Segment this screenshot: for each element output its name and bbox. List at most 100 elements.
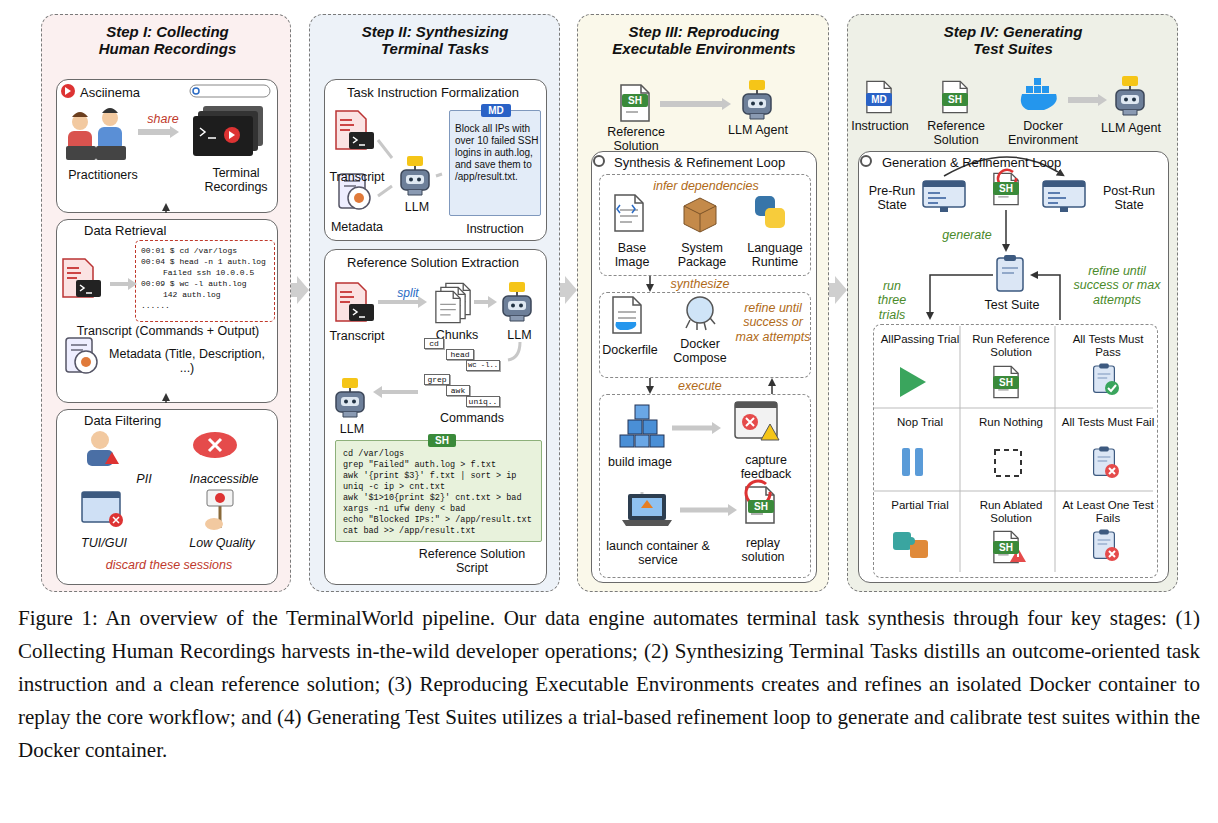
item-label: LLM — [497, 328, 542, 342]
icon-path — [113, 517, 119, 523]
icon-circle — [193, 88, 199, 94]
icon-use — [63, 259, 101, 297]
icon-rect — [66, 146, 96, 160]
icon-path — [508, 342, 520, 360]
icon-path — [746, 418, 754, 426]
item-label: Metadata — [324, 220, 390, 234]
icon-circle — [1105, 381, 1119, 395]
script-line: cd /var/logs — [343, 449, 539, 460]
flow-arrow — [771, 386, 773, 394]
icon-rect — [735, 402, 777, 408]
icon-rect — [207, 490, 233, 506]
icon-rect — [635, 405, 649, 419]
section-box: Data RetrievalTranscript (Commands + Out… — [56, 219, 278, 403]
icon-path — [229, 131, 235, 139]
icon-rect — [82, 492, 120, 498]
command-chip: uniq.. — [466, 396, 500, 407]
item-label: Instruction — [849, 119, 911, 133]
step2-icons — [336, 111, 531, 417]
table-cell: At Least One Test Fails — [1061, 499, 1155, 525]
loop-box: Generation & Refinement LoopPre-Run Stat… — [858, 151, 1169, 583]
icon-rect — [628, 494, 666, 520]
box-heading: Generation & Refinement Loop — [882, 156, 1102, 171]
icon-circle — [742, 414, 758, 430]
stage-arrow — [560, 283, 565, 297]
icon-use — [615, 195, 643, 231]
item-label: LLM — [322, 422, 382, 436]
red-note: share — [140, 112, 186, 126]
icon-use — [994, 366, 1018, 397]
terminal-line: 00:09 $ wc -l auth.log — [141, 279, 273, 289]
table-cell: Nop Trial — [879, 416, 961, 429]
item-label: Dockerfile — [600, 343, 660, 357]
icon-circle — [109, 513, 123, 527]
item-label: Reference Solution — [916, 119, 996, 148]
sh-badge: SH — [993, 541, 1019, 554]
filter-label: PII — [124, 472, 164, 486]
sh-badge: SH — [748, 500, 774, 513]
icon-use — [336, 283, 374, 321]
instruction-doc: MDBlock all IPs with over 10 failed SSH … — [449, 110, 541, 216]
icon-path — [72, 112, 88, 117]
edge-label: synthesize — [669, 277, 732, 291]
item-label: Practitioners — [57, 168, 149, 182]
filter-label: Inaccessible — [174, 472, 274, 486]
icon-path — [1021, 94, 1057, 110]
sh-badge: SH — [622, 94, 648, 107]
filter-label: Low Quality — [170, 536, 274, 550]
item-label: Post-Run State — [1098, 184, 1160, 213]
flow-arrow — [649, 276, 651, 284]
icon-rect — [902, 448, 910, 476]
item-label: LLM Agent — [1095, 121, 1167, 135]
icon-path — [1005, 210, 1007, 244]
item-label: Commands — [432, 411, 512, 425]
table-cell: AllPassing Trial — [879, 333, 961, 346]
script-line: awk '{print $3}' f.txt | sort > ip — [343, 471, 539, 482]
script-line: awk '$1>10{print $2}' cnt.txt > bad — [343, 493, 539, 504]
sh-badge: SH — [993, 376, 1019, 389]
command-chip: grep — [424, 374, 450, 385]
icon-ellipse — [205, 518, 223, 530]
icon-use — [339, 174, 370, 209]
orange-note: infer dependencies — [603, 179, 809, 193]
icon-path — [1010, 548, 1026, 562]
table-cell: All Tests Must Fail — [1061, 416, 1155, 429]
icon-rect — [620, 435, 634, 447]
item-label: System Package — [671, 241, 733, 270]
icon-use — [1094, 530, 1115, 559]
step-heading: Step I: Collecting Human Recordings — [80, 23, 255, 58]
icon-path — [105, 452, 119, 464]
script-line: cat bad >> /app/result.txt — [343, 526, 539, 537]
icon-path — [900, 367, 926, 397]
icon-rect — [632, 498, 662, 516]
section-box: Task Instruction FormalizationTranscript… — [324, 79, 547, 241]
step1-icons — [61, 84, 270, 530]
icon-rect — [1034, 86, 1041, 93]
item-label: build image — [605, 455, 675, 469]
icon-use — [943, 81, 967, 112]
item-label: Docker Compose — [665, 337, 735, 366]
item-label: Reference Solution — [601, 125, 671, 154]
icon-rect — [1042, 86, 1049, 93]
icon-use — [66, 338, 97, 373]
icon-path — [200, 128, 216, 138]
script-line: uniq -c ip > cnt.txt — [343, 482, 539, 493]
sh-badge: SH — [942, 93, 968, 106]
icon-circle — [215, 493, 225, 503]
icon-path — [616, 322, 637, 330]
icon-path — [686, 318, 715, 330]
stage-arrow — [829, 283, 835, 297]
figure-caption: Figure 1: An overview of the TerminalWor… — [18, 602, 1200, 767]
md-badge: MD — [481, 104, 511, 117]
icon-path — [65, 87, 71, 95]
icon-use — [621, 85, 649, 121]
icon-use — [923, 181, 965, 212]
icon-path — [1038, 275, 1060, 320]
script-line: grep "Failed" auth.log > f.txt — [343, 460, 539, 471]
icon-use — [436, 291, 460, 322]
flow-arrow — [165, 401, 167, 403]
sh-badge: SH — [428, 434, 456, 447]
red-note: discard these sessions — [62, 558, 276, 572]
icon-circle — [594, 156, 604, 166]
icon-rect — [915, 448, 923, 476]
